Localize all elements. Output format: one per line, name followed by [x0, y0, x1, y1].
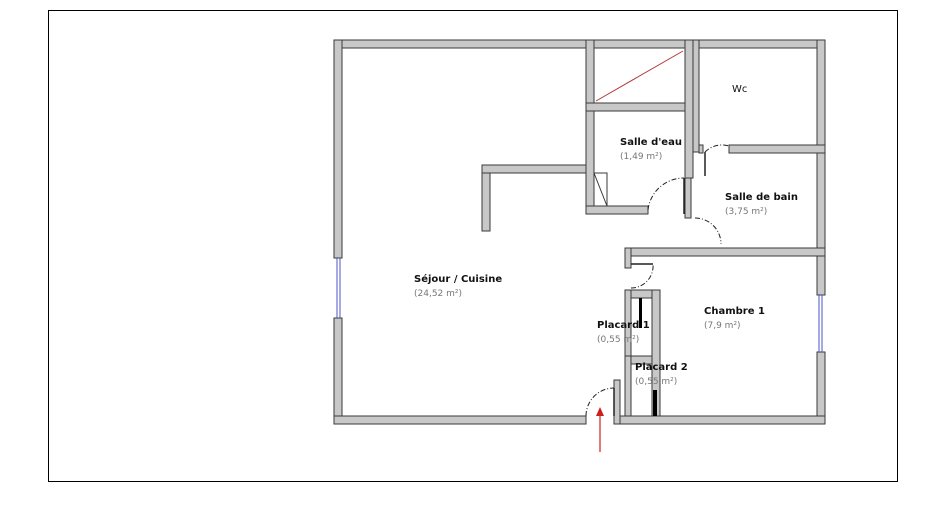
- wall-left-lower: [333, 317, 343, 425]
- entrance-arrow: [596, 407, 604, 452]
- room-name-chambre1: Chambre 1: [704, 306, 765, 317]
- door-salle-eau-swing: [647, 177, 685, 211]
- room-name-placard2: Placard 2: [635, 362, 688, 373]
- wall-salle-eau-left: [585, 39, 595, 215]
- room-area-salle-eau: (1,49 m²): [620, 152, 663, 162]
- room-name-salle-bain: Salle de bain: [725, 192, 798, 203]
- room-area-placard1: (0,55 m²): [597, 335, 640, 345]
- room-area-chambre1: (7,9 m²): [704, 321, 741, 331]
- wall-salle-eau-bottom: [585, 205, 649, 215]
- door-chambre-swing: [630, 263, 654, 289]
- wall-wc-bottom: [728, 144, 826, 154]
- wall-stub-vertical: [481, 164, 491, 232]
- wall-mid-vertical-a: [684, 39, 694, 179]
- wall-wc-bottom-left: [698, 144, 704, 154]
- room-area-placard2: (0,55 m²): [635, 377, 678, 387]
- shower-diagonal: [593, 172, 608, 207]
- wall-placard-left-lower: [624, 355, 632, 417]
- wall-bath-bottom: [624, 247, 826, 257]
- room-name-placard1: Placard 1: [597, 320, 650, 331]
- outer-walls: [333, 39, 826, 425]
- room-name-wc: Wc: [732, 84, 748, 95]
- wall-top-closet-bottom: [585, 102, 695, 112]
- wall-bottom-left: [333, 415, 587, 425]
- wall-bottom-right: [613, 415, 826, 425]
- wall-chambre-left-top: [624, 247, 632, 269]
- windows: [336, 258, 823, 352]
- interior-walls: [481, 39, 826, 425]
- room-area-salle-bain: (3,75 m²): [725, 207, 768, 217]
- wall-right-lower: [816, 351, 826, 425]
- closet-marker-1: [639, 298, 642, 328]
- room-name-salle-eau: Salle d'eau: [620, 137, 682, 148]
- wall-mid-vertical-b: [684, 177, 692, 219]
- door-wc-swing: [704, 144, 730, 153]
- wall-top: [333, 39, 826, 49]
- wall-wc-left: [692, 39, 700, 153]
- door-bath-swing: [694, 217, 722, 245]
- plan-frame: [48, 10, 898, 482]
- doors: [585, 144, 730, 417]
- wall-left-upper: [333, 39, 343, 259]
- door-leaves: [613, 152, 706, 416]
- wall-door-jamb: [613, 379, 621, 425]
- room-area-sejour: (24,52 m²): [414, 289, 463, 299]
- room-name-sejour: Séjour / Cuisine: [414, 274, 503, 285]
- closet-diagonal: [595, 50, 684, 102]
- closet-marker-2: [653, 390, 657, 416]
- door-entrance-swing: [585, 387, 615, 417]
- wall-stub-horizontal: [481, 164, 594, 174]
- wall-right-upper: [816, 39, 826, 296]
